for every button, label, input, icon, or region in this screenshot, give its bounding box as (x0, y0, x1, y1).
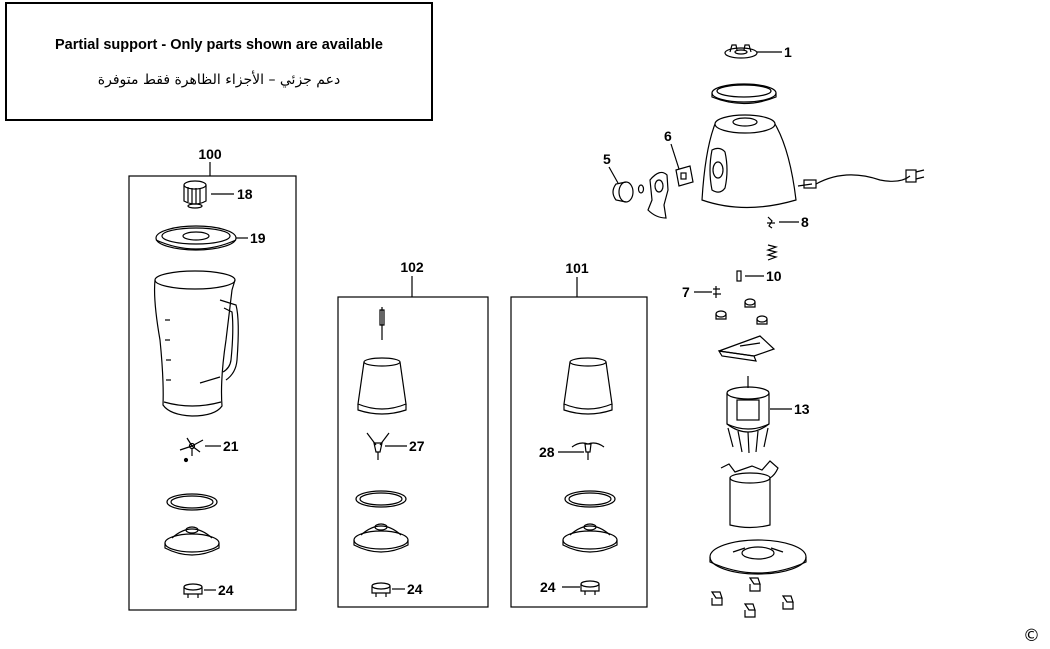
assembly-100-label[interactable]: 100 (198, 146, 222, 162)
jug-seal-ring[interactable] (166, 493, 218, 511)
part-21-label[interactable]: 21 (223, 438, 239, 454)
part-5-knob[interactable] (612, 181, 634, 203)
motor-shroud[interactable] (720, 460, 779, 529)
availability-notice: Partial support - Only parts shown are a… (5, 2, 433, 121)
part-13-label[interactable]: 13 (794, 401, 810, 417)
part-28-blade[interactable] (571, 442, 605, 460)
base-top-ring[interactable] (711, 83, 777, 105)
base-bottom-plate[interactable] (709, 539, 807, 575)
assembly-101-cup[interactable] (563, 357, 613, 415)
assembly-102-cup[interactable] (357, 357, 407, 415)
part-6-leader (670, 143, 680, 170)
control-plate[interactable] (647, 171, 669, 219)
motor-base-group: 1 5 (603, 44, 925, 618)
assembly-101-label[interactable]: 101 (565, 260, 589, 276)
jug-base-cup[interactable] (164, 526, 220, 556)
assembly-100-box (128, 175, 297, 611)
assembly-102-seal-ring[interactable] (355, 490, 407, 508)
part-8-label[interactable]: 8 (801, 214, 809, 230)
assembly-101-base-cup[interactable] (562, 523, 618, 553)
part-5-label[interactable]: 5 (603, 151, 611, 167)
knob-washer[interactable] (637, 184, 645, 194)
assembly-102-label[interactable]: 102 (400, 259, 424, 275)
motor-housing[interactable] (701, 114, 797, 209)
part-18-cap[interactable] (183, 180, 207, 209)
spring[interactable] (765, 244, 779, 261)
part-24b-label[interactable]: 24 (407, 581, 423, 597)
part-7-label[interactable]: 7 (682, 284, 690, 300)
assembly-101-box (510, 296, 648, 608)
part-1-drive-coupling[interactable] (724, 44, 758, 59)
part-27-label[interactable]: 27 (409, 438, 425, 454)
assembly-101-seal-ring[interactable] (564, 490, 616, 508)
assembly-102-box (337, 296, 489, 608)
motor-bracket[interactable] (717, 335, 776, 362)
assembly-102-group: 102 27 (337, 259, 489, 608)
part-6-switch[interactable] (675, 165, 694, 187)
part-8-clip[interactable] (767, 216, 775, 229)
part-5-leader (608, 166, 619, 184)
assembly-102-base-cup[interactable] (353, 523, 409, 553)
notice-english: Partial support - Only parts shown are a… (55, 37, 383, 53)
assembly-102-pin[interactable] (379, 307, 385, 340)
part-24-coupler-c[interactable] (580, 580, 600, 595)
part-24-coupler-b[interactable] (371, 582, 391, 597)
part-1-label[interactable]: 1 (784, 44, 792, 60)
rubber-feet[interactable] (710, 577, 794, 618)
part-6-label[interactable]: 6 (664, 128, 672, 144)
part-21-blade[interactable] (179, 437, 204, 463)
part-10-pin[interactable] (736, 270, 742, 282)
part-19-lid[interactable] (155, 225, 237, 251)
assembly-101-group: 101 28 24 (510, 260, 648, 608)
part-13-motor[interactable] (726, 376, 770, 454)
notice-arabic: دعم جزئي – الأجزاء الظاهرة فقط متوفرة (97, 72, 341, 88)
part-24c-label[interactable]: 24 (540, 579, 556, 595)
part-24-coupler-a[interactable] (183, 583, 203, 598)
part-28-label[interactable]: 28 (539, 444, 555, 460)
assembly-100-group: 100 18 19 (128, 146, 297, 611)
copyright-mark: © (1023, 626, 1040, 646)
part-24a-label[interactable]: 24 (218, 582, 234, 598)
part-10-label[interactable]: 10 (766, 268, 782, 284)
power-cord[interactable] (797, 169, 925, 189)
part-27-blade[interactable] (366, 432, 390, 460)
part-19-label[interactable]: 19 (250, 230, 266, 246)
part-18-label[interactable]: 18 (237, 186, 253, 202)
jug-body[interactable] (153, 270, 239, 417)
part-7-screw[interactable] (713, 286, 721, 298)
mount-nuts[interactable] (715, 298, 768, 325)
